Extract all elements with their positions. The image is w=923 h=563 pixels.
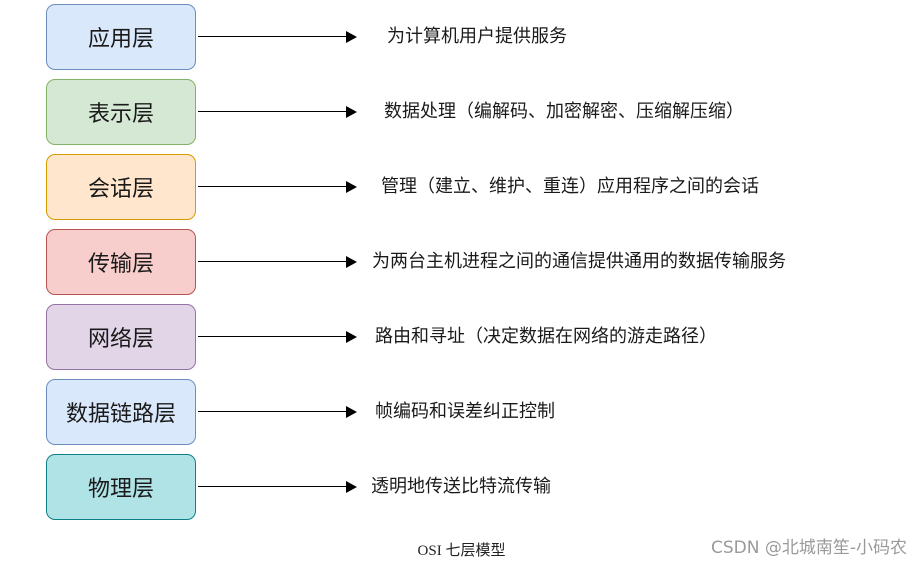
layer-description-transport: 为两台主机进程之间的通信提供通用的数据传输服务 — [372, 251, 786, 272]
arrow-right-icon — [198, 406, 358, 418]
layer-row-data-link: 数据链路层 帧编码和误差纠正控制 — [0, 375, 923, 450]
watermark: CSDN @北城南笙-小码农 — [710, 538, 907, 558]
layer-box-application: 应用层 — [46, 4, 196, 70]
layer-description-session: 管理（建立、维护、重连）应用程序之间的会话 — [381, 176, 759, 197]
layer-description-application: 为计算机用户提供服务 — [387, 26, 567, 47]
arrow-right-icon — [198, 106, 358, 118]
layer-row-network: 网络层 路由和寻址（决定数据在网络的游走路径） — [0, 300, 923, 375]
arrow-right-icon — [198, 181, 358, 193]
layer-description-data-link: 帧编码和误差纠正控制 — [375, 401, 555, 422]
layer-description-presentation: 数据处理（编解码、加密解密、压缩解压缩） — [384, 101, 744, 122]
layer-row-presentation: 表示层 数据处理（编解码、加密解密、压缩解压缩） — [0, 75, 923, 150]
layer-box-network: 网络层 — [46, 304, 196, 370]
layer-description-network: 路由和寻址（决定数据在网络的游走路径） — [375, 326, 717, 347]
arrow-right-icon — [198, 481, 358, 493]
layer-row-application: 应用层 为计算机用户提供服务 — [0, 0, 923, 75]
arrow-right-icon — [198, 331, 358, 343]
layer-row-physical: 物理层 透明地传送比特流传输 — [0, 450, 923, 525]
layer-box-transport: 传输层 — [46, 229, 196, 295]
layer-description-physical: 透明地传送比特流传输 — [371, 476, 551, 497]
layer-row-session: 会话层 管理（建立、维护、重连）应用程序之间的会话 — [0, 150, 923, 225]
arrow-right-icon — [198, 256, 358, 268]
layer-box-data-link: 数据链路层 — [46, 379, 196, 445]
figure-caption: OSI 七层模型 — [417, 543, 506, 559]
layer-box-session: 会话层 — [46, 154, 196, 220]
layer-box-presentation: 表示层 — [46, 79, 196, 145]
arrow-right-icon — [198, 31, 358, 43]
layer-box-physical: 物理层 — [46, 454, 196, 520]
layer-row-transport: 传输层 为两台主机进程之间的通信提供通用的数据传输服务 — [0, 225, 923, 300]
